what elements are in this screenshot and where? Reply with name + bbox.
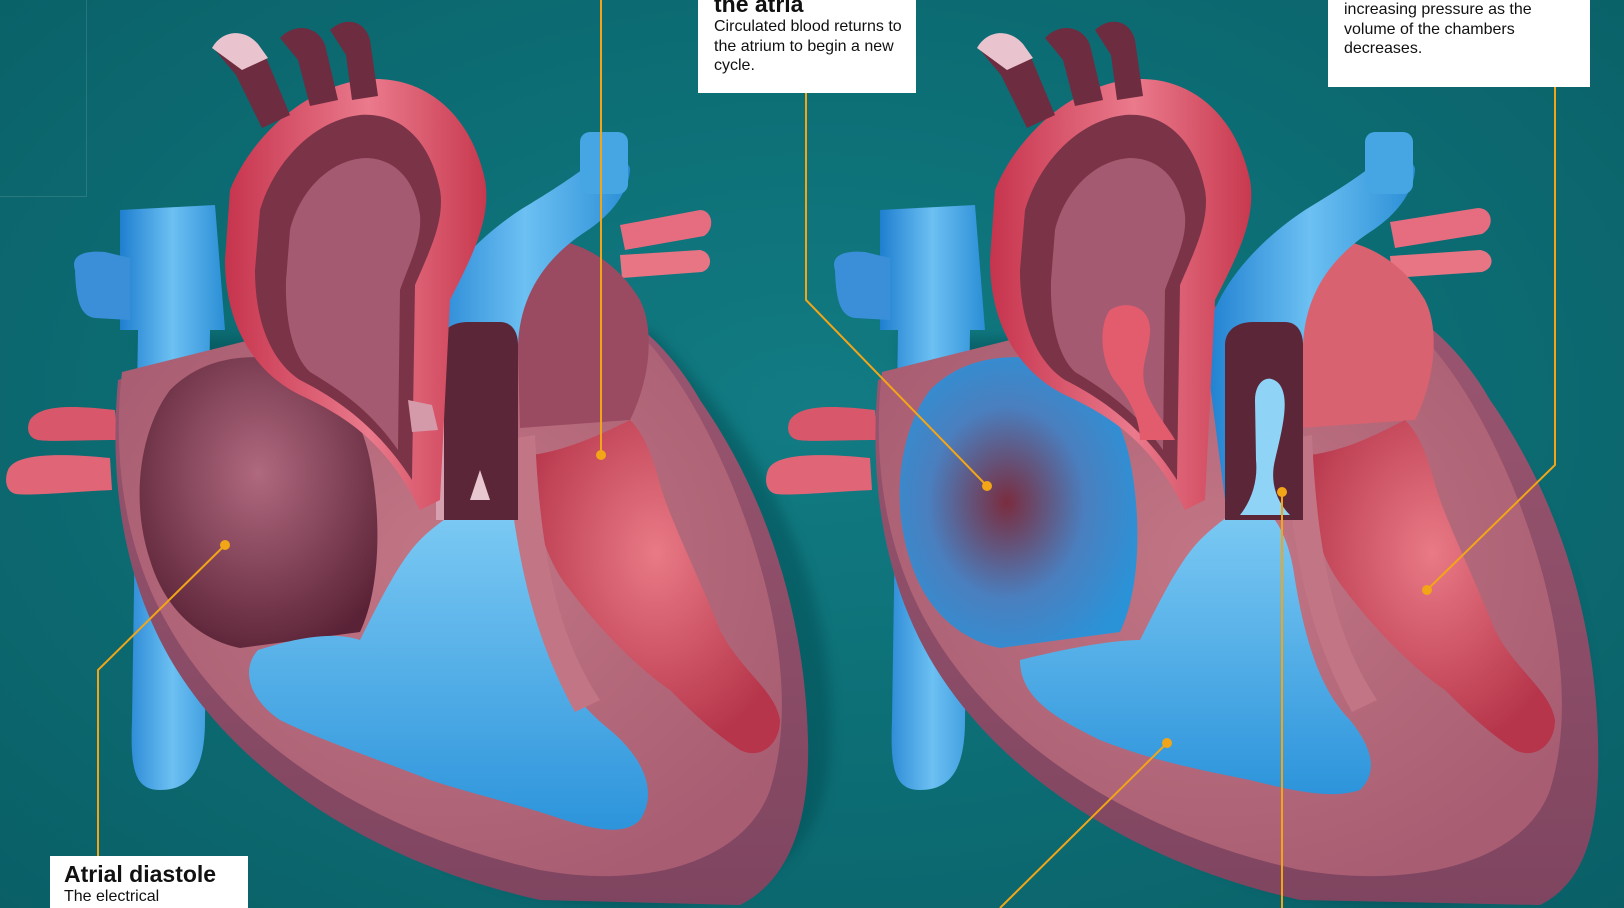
leader-dot xyxy=(1162,738,1172,748)
callout-pressure: increasing pressure as the volume of the… xyxy=(1328,0,1590,87)
leader-dot xyxy=(1422,585,1432,595)
leader-dot xyxy=(220,540,230,550)
left-heart xyxy=(6,22,831,907)
callout-atria-body: Circulated blood returns to the atrium t… xyxy=(714,17,902,76)
callout-atrial-diastole-body: The electrical xyxy=(64,887,238,907)
leader-dot xyxy=(982,481,992,491)
callout-atrial-diastole-title: Atrial diastole xyxy=(64,862,238,887)
leader-dot xyxy=(1277,487,1287,497)
callout-atria: the atria Circulated blood returns to th… xyxy=(698,0,916,93)
leader-dot xyxy=(596,450,606,460)
right-heart xyxy=(766,22,1598,907)
callout-pressure-body: increasing pressure as the volume of the… xyxy=(1344,0,1578,59)
callout-atrial-diastole: Atrial diastole The electrical xyxy=(50,856,248,908)
callout-atria-title: the atria xyxy=(714,0,902,17)
